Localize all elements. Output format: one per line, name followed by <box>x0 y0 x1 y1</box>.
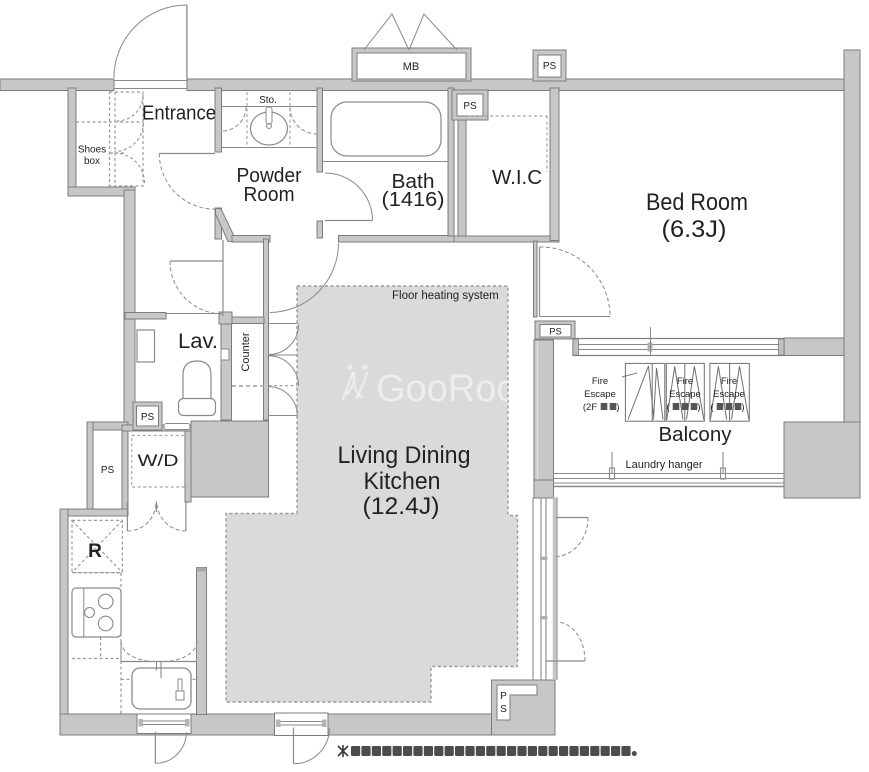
svg-text:Escape: Escape <box>584 389 616 400</box>
svg-text:Lav.: Lav. <box>178 330 218 353</box>
svg-text:(: ( <box>710 402 714 413</box>
svg-text:R: R <box>88 541 102 562</box>
svg-text:Living Dining: Living Dining <box>338 442 471 469</box>
svg-text:Escape: Escape <box>669 389 701 400</box>
svg-text:Sto.: Sto. <box>259 95 277 106</box>
svg-text:GooRooMs: GooRooMs <box>376 368 568 410</box>
svg-text:W/D: W/D <box>138 452 179 470</box>
svg-text:Kitchen: Kitchen <box>364 468 441 495</box>
svg-text:PS: PS <box>543 61 557 72</box>
svg-text:(2F: (2F <box>583 402 597 413</box>
svg-text:Floor heating system: Floor heating system <box>392 290 499 302</box>
svg-text:S: S <box>500 704 507 715</box>
svg-text:Balcony: Balcony <box>659 424 732 446</box>
svg-text:Fire: Fire <box>721 376 737 387</box>
svg-text:Bath: Bath <box>392 171 435 193</box>
svg-text:Counter: Counter <box>240 332 252 371</box>
svg-text:(12.4J): (12.4J) <box>363 493 440 520</box>
svg-text:PS: PS <box>101 465 115 476</box>
svg-text:Fire: Fire <box>677 376 693 387</box>
svg-text:): ) <box>616 402 619 413</box>
svg-text:Room: Room <box>244 184 295 206</box>
svg-text:P: P <box>500 691 507 702</box>
svg-text:Powder: Powder <box>237 165 302 187</box>
svg-text:Entrance: Entrance <box>142 102 216 125</box>
svg-text:Laundry hanger: Laundry hanger <box>625 459 702 471</box>
svg-text:box: box <box>84 156 100 167</box>
svg-text:PS: PS <box>549 327 562 338</box>
svg-text:W.I.C: W.I.C <box>492 167 542 189</box>
svg-text:(6.3J): (6.3J) <box>662 216 727 243</box>
svg-text:): ) <box>741 402 744 413</box>
svg-text:Bed Room: Bed Room <box>646 189 748 216</box>
svg-text:Shoes: Shoes <box>78 145 106 156</box>
svg-text:(: ( <box>666 402 670 413</box>
svg-text:MB: MB <box>403 61 420 73</box>
svg-text:): ) <box>697 402 700 413</box>
svg-text:Escape: Escape <box>713 389 745 400</box>
svg-text:PS: PS <box>463 101 477 112</box>
svg-text:Fire: Fire <box>592 376 608 387</box>
svg-text:PS: PS <box>141 412 155 423</box>
svg-text:(1416): (1416) <box>382 189 445 211</box>
